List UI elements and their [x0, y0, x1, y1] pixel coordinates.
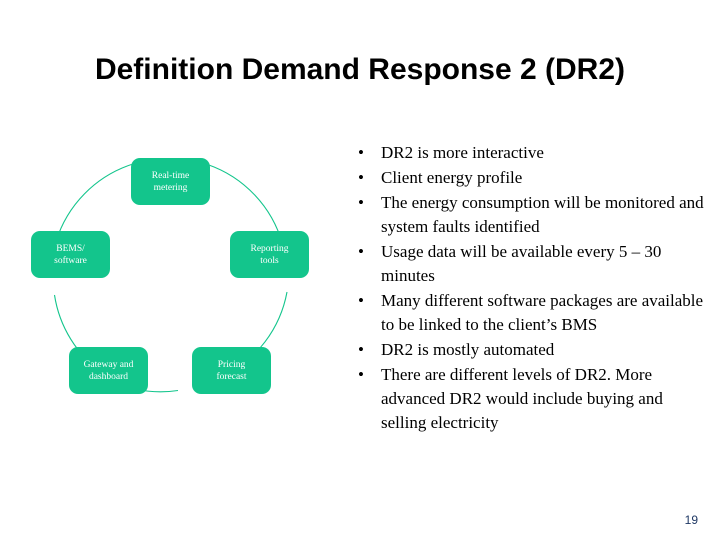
list-item: • DR2 is more interactive — [352, 141, 704, 165]
list-item: • Usage data will be available every 5 –… — [352, 240, 704, 288]
list-item-text: There are different levels of DR2. More … — [381, 365, 663, 432]
list-item: • The energy consumption will be monitor… — [352, 191, 704, 239]
bullet-marker-icon: • — [358, 340, 364, 359]
bullet-marker-icon: • — [358, 193, 364, 212]
cycle-diagram: Real-time metering Reporting tools Prici… — [10, 140, 330, 415]
list-item: • Client energy profile — [352, 166, 704, 190]
cycle-node-pricing-forecast[interactable]: Pricing forecast — [192, 347, 271, 394]
cycle-node-bems-software[interactable]: BEMS/ software — [31, 231, 110, 278]
bullet-marker-icon: • — [358, 291, 364, 310]
list-item-text: Client energy profile — [381, 168, 523, 187]
list-item-text: Usage data will be available every 5 – 3… — [381, 242, 662, 285]
list-item: • DR2 is mostly automated — [352, 338, 704, 362]
bullet-marker-icon: • — [358, 365, 364, 384]
page-number: 19 — [684, 513, 698, 527]
list-item-text: The energy consumption will be monitored… — [381, 193, 704, 236]
list-item-text: DR2 is mostly automated — [381, 340, 555, 359]
bullet-marker-icon: • — [358, 242, 364, 261]
page-title: Definition Demand Response 2 (DR2) — [94, 53, 626, 86]
cycle-node-gateway-and-dashboard[interactable]: Gateway and dashboard — [69, 347, 148, 394]
cycle-node-real-time-metering[interactable]: Real-time metering — [131, 158, 210, 205]
cycle-node-label: Reporting tools — [250, 243, 289, 266]
list-item: • There are different levels of DR2. Mor… — [352, 363, 704, 435]
list-item-text: Many different software packages are ava… — [381, 291, 704, 334]
bullet-marker-icon: • — [358, 168, 364, 187]
cycle-node-label: Pricing forecast — [216, 359, 247, 382]
cycle-node-label: BEMS/ software — [54, 243, 87, 266]
list-item: • Many different software packages are a… — [352, 289, 704, 337]
list-item-text: DR2 is more interactive — [381, 143, 544, 162]
cycle-node-reporting-tools[interactable]: Reporting tools — [230, 231, 309, 278]
cycle-node-label: Gateway and dashboard — [83, 359, 134, 382]
bullet-list: • DR2 is more interactive • Client energ… — [352, 141, 704, 436]
cycle-node-label: Real-time metering — [151, 170, 190, 193]
bullet-marker-icon: • — [358, 143, 364, 162]
